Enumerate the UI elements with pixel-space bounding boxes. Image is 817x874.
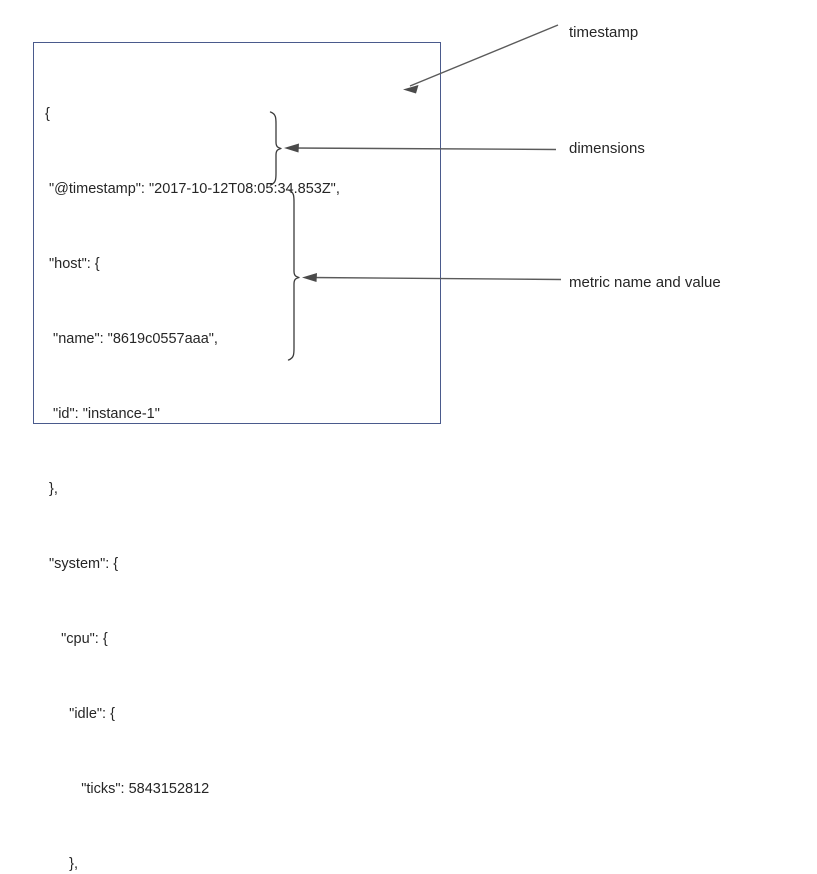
json-line-system-open: "system": {: [45, 556, 119, 572]
json-line-cpu-open: "cpu": {: [45, 631, 108, 647]
json-line-idle-close: },: [45, 856, 79, 872]
json-line-host-close: },: [45, 481, 58, 497]
json-line: {: [45, 106, 50, 122]
annotation-label-dimensions: dimensions: [569, 140, 645, 157]
json-document-box: [33, 42, 441, 424]
json-line-host-name: "name": "8619c0557aaa",: [45, 331, 218, 347]
json-line-host-open: "host": {: [45, 256, 100, 272]
json-line-timestamp: "@timestamp": "2017-10-12T08:05:34.853Z"…: [45, 181, 340, 197]
json-document-text: { "@timestamp": "2017-10-12T08:05:34.853…: [45, 52, 435, 874]
annotation-label-metric: metric name and value: [569, 274, 721, 291]
annotation-label-timestamp: timestamp: [569, 24, 639, 41]
json-line-ticks: "ticks": 5843152812: [45, 781, 210, 797]
diagram-canvas: { "@timestamp": "2017-10-12T08:05:34.853…: [33, 24, 721, 872]
json-line-idle-open: "idle": {: [45, 706, 115, 722]
json-line-host-id: "id": "instance-1": [45, 406, 160, 422]
